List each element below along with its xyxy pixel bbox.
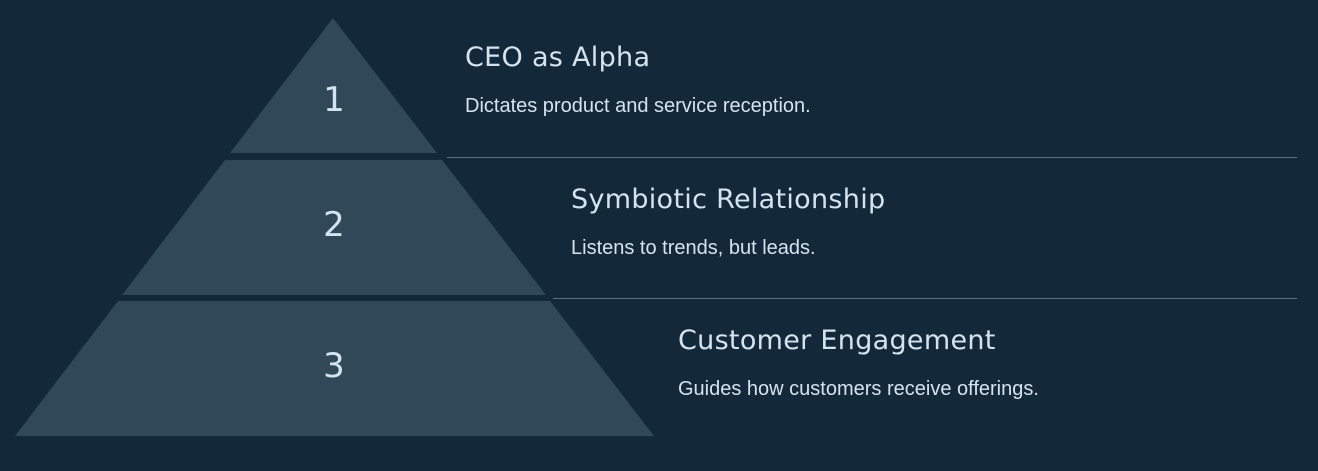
tier-description: Listens to trends, but leads.	[571, 237, 816, 259]
divider	[553, 298, 1297, 299]
tier-2-text: Symbiotic Relationship Listens to trends…	[571, 184, 885, 260]
pyramid-tier-2	[122, 160, 546, 295]
tier-1-text: CEO as Alpha Dictates product and servic…	[465, 42, 811, 118]
tier-title: Customer Engagement	[678, 325, 996, 356]
divider	[447, 157, 1297, 158]
tier-title: Symbiotic Relationship	[571, 184, 886, 215]
tier-number-2: 2	[323, 205, 345, 245]
tier-description: Dictates product and service reception.	[465, 95, 811, 117]
tier-number-3: 3	[323, 346, 345, 386]
tier-title: CEO as Alpha	[465, 42, 651, 73]
tier-number-1: 1	[323, 80, 345, 120]
pyramid-tier-1	[230, 18, 437, 153]
tier-description: Guides how customers receive offerings.	[678, 378, 1039, 400]
pyramid-tier-3	[15, 301, 654, 436]
tier-3-text: Customer Engagement Guides how customers…	[678, 325, 1039, 401]
